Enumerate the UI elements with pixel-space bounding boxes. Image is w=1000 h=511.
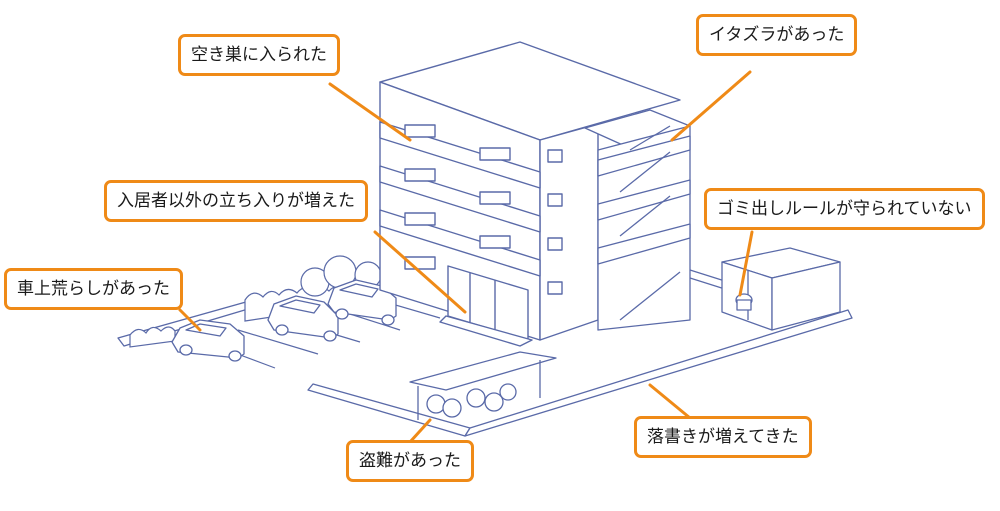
callout-burglary: 空き巣に入られた <box>178 34 340 76</box>
apartment-building-icon <box>379 41 681 347</box>
garbage-station-icon <box>721 247 841 331</box>
callout-outsiders: 入居者以外の立ち入りが増えた <box>104 180 368 222</box>
parked-car-icon <box>171 279 397 362</box>
callout-garbage-rules: ゴミ出しルールが守られていない <box>704 188 985 230</box>
callout-mischief: イタズラがあった <box>696 14 858 56</box>
callout-graffiti: 落書きが増えてきた <box>634 416 812 458</box>
leader-lines <box>178 70 754 444</box>
bicycle-shed-icon <box>409 351 557 420</box>
callout-theft: 盗難があった <box>346 440 474 482</box>
external-stairs-icon <box>584 109 691 331</box>
callout-car-vandalism: 車上荒らしがあった <box>4 268 183 310</box>
